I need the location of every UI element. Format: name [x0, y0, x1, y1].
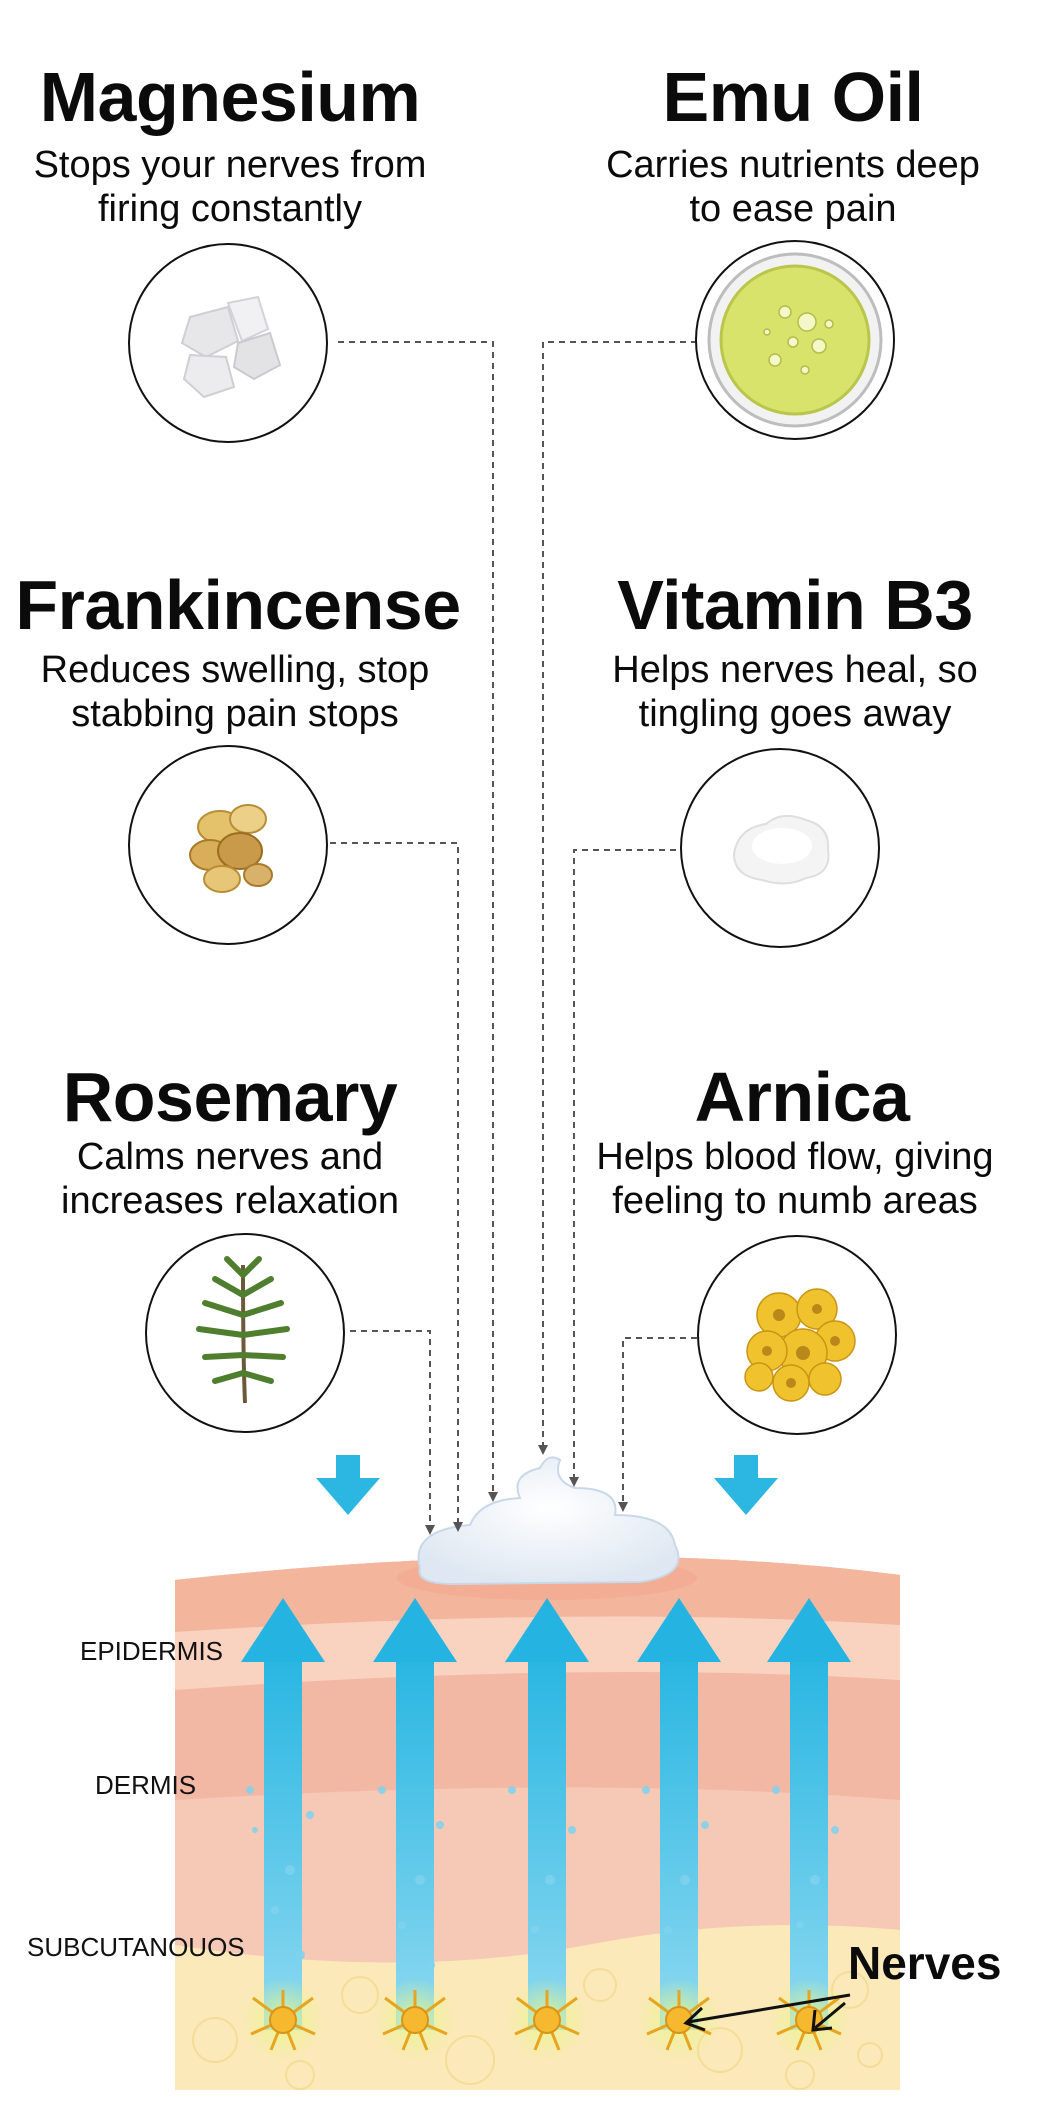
vitamin-b3-title: Vitamin B3	[617, 566, 973, 644]
frankincense-image	[128, 745, 328, 945]
cream-blob	[397, 1456, 697, 1600]
powder-icon	[732, 814, 830, 885]
rosemary-title: Rosemary	[62, 1058, 398, 1136]
upward-arrow-icon	[505, 1598, 589, 2030]
vitamin-b3-description-line2: tingling goes away	[638, 693, 952, 735]
rosemary-sprig-icon	[196, 1256, 290, 1404]
nerve-cells	[241, 1978, 851, 2062]
layer-label-subcutaneous: SUBCUTANOUOS	[27, 1932, 245, 1962]
arnica-description: Helps blood flow, giving feeling to numb…	[545, 1135, 1039, 1223]
vitamin-b3-image	[680, 748, 880, 948]
emu-oil-description-line1: Carries nutrients deep	[606, 144, 980, 186]
rosemary-image	[145, 1233, 345, 1433]
skin-layers	[175, 1556, 900, 2090]
frankincense-description: Reduces swelling, stop stabbing pain sto…	[0, 648, 485, 736]
nerve-cell-icon	[373, 1978, 457, 2062]
nerve-cell-icon	[767, 1978, 851, 2062]
resin-icon	[189, 804, 273, 893]
magnesium-description: Stops your nerves from firing constantly	[0, 143, 480, 231]
magnesium-description-line2: firing constantly	[97, 188, 362, 230]
upward-arrow-icon	[637, 1598, 721, 2030]
magnesium-description-line1: Stops your nerves from	[33, 144, 427, 186]
arnica-description-line1: Helps blood flow, giving	[596, 1136, 994, 1178]
emu-oil-image	[695, 240, 895, 440]
frankincense-title: Frankincense	[15, 566, 461, 644]
down-arrow-icon	[714, 1455, 778, 1515]
nerves-label: Nerves	[848, 1937, 1002, 1989]
rosemary-description: Calms nerves and increases relaxation	[0, 1135, 480, 1223]
upward-arrow-icon	[241, 1598, 325, 2030]
arnica-description-line2: feeling to numb areas	[612, 1180, 978, 1222]
layer-label-dermis: DERMIS	[95, 1770, 197, 1800]
leader-lines	[330, 341, 697, 1528]
arnica-image	[697, 1235, 897, 1435]
absorption-bubbles	[246, 1786, 839, 1975]
upward-arrow-icon	[767, 1598, 851, 2030]
vitamin-b3-description: Helps nerves heal, so tingling goes away	[545, 648, 1039, 736]
emu-oil-description-line2: to ease pain	[689, 188, 897, 230]
magnesium-crystals-icon	[180, 295, 282, 399]
oil-drop-dish-icon	[707, 252, 883, 428]
layer-label-epidermis: EPIDERMIS	[80, 1636, 224, 1666]
frankincense-description-line2: stabbing pain stops	[71, 693, 399, 735]
frankincense-description-line1: Reduces swelling, stop	[40, 649, 430, 691]
magnesium-image	[128, 243, 328, 443]
down-arrow-icon	[316, 1455, 380, 1515]
magnesium-title: Magnesium	[39, 58, 421, 136]
rosemary-description-line2: increases relaxation	[61, 1180, 399, 1222]
nerve-cell-icon	[241, 1978, 325, 2062]
leader-arrowheads	[425, 1445, 628, 1535]
upward-arrows	[241, 1598, 851, 2030]
emu-oil-title: Emu Oil	[662, 58, 924, 136]
arnica-title: Arnica	[694, 1058, 910, 1136]
upward-arrow-icon	[373, 1598, 457, 2030]
nerve-cell-icon	[505, 1978, 589, 2062]
emu-oil-description: Carries nutrients deep to ease pain	[543, 143, 1039, 231]
nerve-cell-icon	[637, 1978, 721, 2062]
arnica-flower-icon	[744, 1288, 856, 1402]
rosemary-description-line1: Calms nerves and	[76, 1136, 384, 1178]
nerves-pointer-arrows	[683, 1993, 851, 2032]
vitamin-b3-description-line1: Helps nerves heal, so	[612, 649, 978, 691]
